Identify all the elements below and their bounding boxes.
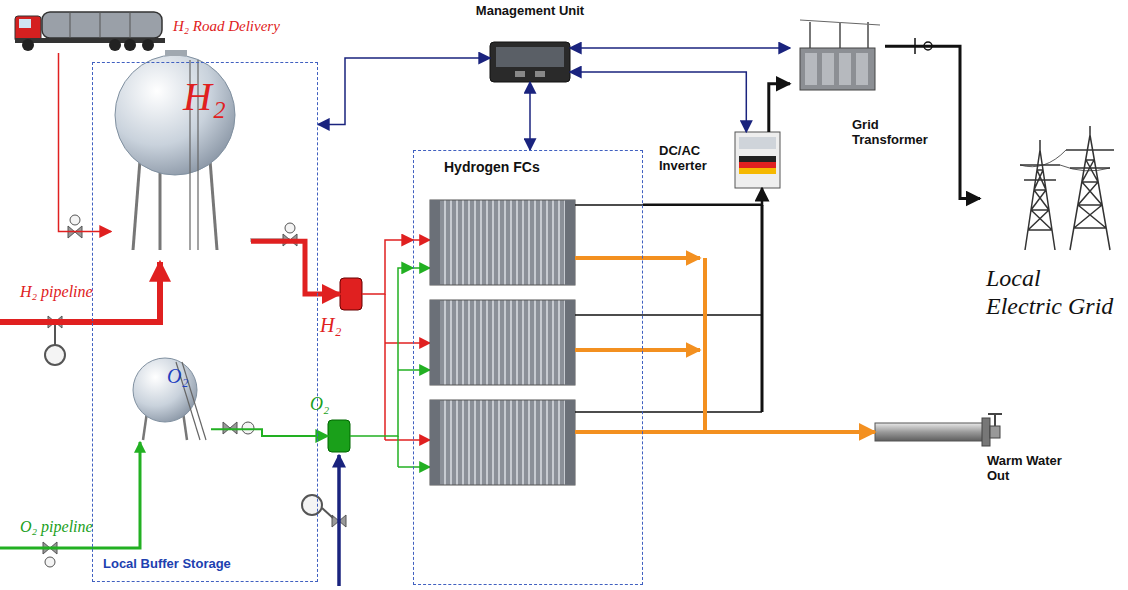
- connector: [251, 241, 340, 294]
- controller-device: [490, 42, 570, 82]
- node-label: O₂: [167, 365, 188, 388]
- dc-ac-inverter: DC/AC Inverter: [735, 132, 780, 188]
- connector: [362, 240, 413, 294]
- node-label: Management Unit: [475, 4, 585, 19]
- truck: [15, 12, 165, 51]
- fuel-cell-stack: [430, 200, 575, 485]
- warm-water-outlet: Warm Water Out: [875, 420, 1000, 445]
- storage-region: Local Buffer Storage H₂ O₂: [92, 62, 318, 582]
- local-grid: Local Electric Grid: [980, 125, 1120, 335]
- water-pipes: [575, 258, 705, 432]
- node-label: O₂: [310, 394, 329, 415]
- hydrogen-manifold: H₂: [340, 278, 362, 310]
- pipeline-label: H₂ pipeline: [20, 283, 93, 301]
- hydrogen-pipeline: [0, 262, 160, 322]
- inverter-cabinet: [735, 132, 780, 188]
- pipeline-label: O₂ pipeline: [20, 518, 93, 536]
- water-outlet-pipe: [875, 414, 1002, 446]
- oxygen-manifold: [328, 420, 350, 452]
- connector: [318, 58, 490, 124]
- connector: [570, 47, 790, 49]
- node-label: DC/AC Inverter: [659, 144, 731, 174]
- gas-branches: [385, 240, 430, 467]
- power-wires: [575, 205, 762, 412]
- delivery-truck: H₂ Road Delivery: [15, 8, 305, 53]
- oxygen-tank: [133, 358, 206, 440]
- node-label: Warm Water Out: [987, 454, 1079, 484]
- node-label: Local Electric Grid: [986, 265, 1119, 320]
- grid-transformer: Grid Transformer: [790, 20, 885, 95]
- connector: [570, 72, 746, 132]
- connector: [769, 84, 790, 132]
- connector: [211, 429, 328, 436]
- hydrogen-tank: [115, 50, 290, 250]
- fuel-cell-region: Hydrogen FCs: [413, 150, 643, 585]
- power-towers: [1020, 126, 1114, 250]
- oxygen-tank: O₂: [131, 351, 211, 443]
- valve-gauge: [43, 215, 346, 567]
- node-label: H₂: [183, 74, 226, 120]
- connector: [350, 268, 413, 436]
- transformer: [800, 20, 880, 90]
- hydrogen-tank: H₂: [111, 56, 251, 251]
- node-label: Grid Transformer: [852, 118, 952, 148]
- node-label: Local Buffer Storage: [103, 557, 303, 572]
- management-unit: Management Unit: [490, 42, 570, 82]
- node-label: H₂ Road Delivery: [173, 18, 303, 35]
- node-label: H₂: [320, 314, 341, 337]
- hydrogen-manifold: [340, 278, 362, 310]
- node-label: Hydrogen FCs: [444, 159, 540, 175]
- oxygen-manifold: O₂: [328, 420, 350, 452]
- connector: [643, 430, 875, 434]
- oxygen-pipeline: [0, 442, 140, 548]
- inlet-pipe: [337, 455, 341, 586]
- connector: [885, 46, 980, 198]
- connector: [529, 82, 531, 150]
- connector: [643, 188, 762, 205]
- connector: [59, 53, 112, 232]
